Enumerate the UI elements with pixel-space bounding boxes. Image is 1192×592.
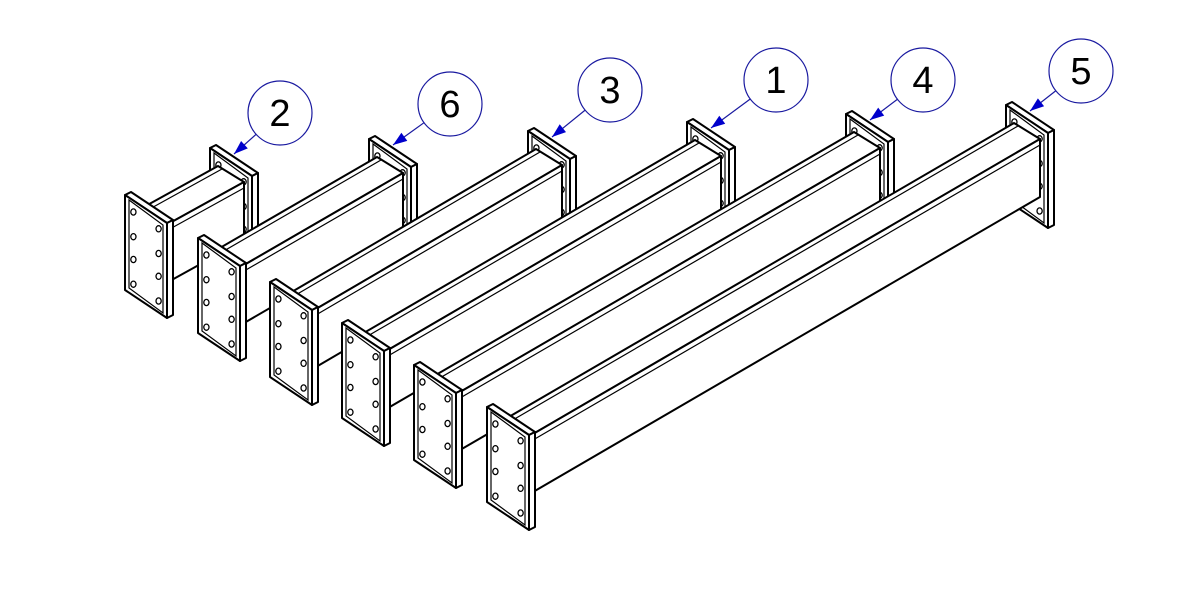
front-flange-bolt-hole xyxy=(419,402,426,411)
balloon-circle xyxy=(890,47,956,113)
front-flange-bolt-hole xyxy=(517,437,524,445)
balloon-number: 6 xyxy=(439,84,460,126)
front-flange-bolt-hole xyxy=(372,425,379,433)
tube-edge-line xyxy=(231,178,404,279)
front-flange-bolt-hole xyxy=(517,484,524,493)
balloon-arrowhead xyxy=(1030,98,1045,111)
front-flange-bolt-hole xyxy=(228,340,235,348)
front-flange-bolt-hole xyxy=(492,492,499,500)
front-flange-bolt-hole xyxy=(203,275,210,284)
front-flange-bolt-hole xyxy=(130,255,137,264)
balloon-circle xyxy=(577,57,643,123)
front-flange-bolt-hole xyxy=(130,232,137,241)
front-flange-bolt-hole xyxy=(130,280,137,288)
balloon-circle xyxy=(417,71,483,137)
front-flange-bolt-hole xyxy=(492,467,499,476)
front-flange-bolt-hole xyxy=(444,395,451,403)
front-flange-bolt-hole xyxy=(347,360,354,369)
front-flange-bolt-hole xyxy=(444,467,451,475)
front-flange-bolt-hole xyxy=(203,323,210,331)
front-flange-bolt-hole xyxy=(300,359,307,368)
front-flange-chamfer-line xyxy=(128,198,164,315)
front-flange-bolt-hole xyxy=(275,367,282,375)
balloon-6: 6 xyxy=(392,71,483,146)
tube-edge-line xyxy=(303,170,563,323)
front-flange-bolt-hole xyxy=(372,400,379,409)
front-flange-bolt-hole xyxy=(203,251,210,259)
front-flange-chamfer-line xyxy=(273,285,309,402)
front-flange-bolt-hole xyxy=(300,384,307,392)
beam-6 xyxy=(486,101,1055,531)
front-flange-bolt-hole xyxy=(228,315,235,324)
tube-edge-line xyxy=(281,151,541,304)
balloon-number: 1 xyxy=(765,60,786,102)
balloon-5: 5 xyxy=(1029,38,1114,112)
front-flange-bolt-hole xyxy=(275,319,282,328)
front-flange-bolt-hole xyxy=(155,272,162,281)
front-flange-bolt-hole xyxy=(347,383,354,392)
front-flange-chamfer-line xyxy=(490,410,526,527)
balloon-circle xyxy=(743,47,809,113)
balloon-2: 2 xyxy=(233,80,313,155)
front-flange-bolt-hole xyxy=(130,208,137,216)
front-flange-bolt-hole xyxy=(517,461,524,470)
front-flange-bolt-hole xyxy=(275,295,282,303)
balloon-number: 4 xyxy=(912,60,933,102)
balloon-arrowhead xyxy=(393,132,408,145)
balloon-number: 5 xyxy=(1070,51,1091,93)
beam-4 xyxy=(341,118,736,447)
balloon-circle xyxy=(1048,38,1114,104)
front-flange-chamfer-line xyxy=(345,326,381,443)
tube-edge-line xyxy=(375,161,722,364)
front-flange-bolt-hole xyxy=(155,297,162,305)
balloon-arrowhead xyxy=(870,107,885,120)
front-flange-chamfer-line xyxy=(417,368,453,485)
beam-3 xyxy=(269,127,577,406)
balloon-circle xyxy=(247,80,313,146)
front-flange-bolt-hole xyxy=(347,336,354,344)
balloon-arrowhead xyxy=(552,124,566,137)
balloon-1: 1 xyxy=(710,47,809,129)
front-flange-bolt-hole xyxy=(372,353,379,361)
front-flange-bolt-hole xyxy=(300,336,307,345)
balloon-number: 2 xyxy=(269,93,290,135)
balloon-4: 4 xyxy=(869,47,956,121)
front-flange-bolt-hole xyxy=(203,298,210,307)
tube-edge-line xyxy=(498,125,1019,429)
front-flange-bolt-hole xyxy=(419,425,426,434)
front-flange-bolt-hole xyxy=(155,249,162,258)
beam-5 xyxy=(413,110,895,489)
front-flange-bolt-hole xyxy=(155,225,162,233)
front-flange-bolt-hole xyxy=(300,312,307,320)
front-flange-bolt-hole xyxy=(275,342,282,351)
balloon-arrowhead xyxy=(234,141,248,154)
front-flange-bolt-hole xyxy=(444,419,451,428)
tube-edge-line xyxy=(209,159,382,260)
front-flange-bolt-hole xyxy=(372,377,379,386)
tube-edge-line xyxy=(353,142,700,345)
balloon-arrowhead xyxy=(711,115,726,128)
tube-edge-line xyxy=(447,153,881,406)
front-flange-bolt-hole xyxy=(492,420,499,428)
tube-edge-line xyxy=(425,134,859,387)
balloon-number: 3 xyxy=(599,70,620,112)
front-flange-chamfer-line xyxy=(201,241,237,358)
front-flange-bolt-hole xyxy=(228,268,235,276)
front-flange-bolt-hole xyxy=(419,450,426,458)
front-flange-bolt-hole xyxy=(517,509,524,517)
back-flange-bolt-hole xyxy=(1036,207,1043,215)
front-flange-bolt-hole xyxy=(347,408,354,416)
front-flange-bolt-hole xyxy=(228,292,235,301)
front-flange-bolt-hole xyxy=(444,442,451,451)
tube-edge-line xyxy=(520,144,1041,448)
balloon-3: 3 xyxy=(551,57,643,138)
front-flange-bolt-hole xyxy=(419,378,426,386)
front-flange-bolt-hole xyxy=(492,444,499,453)
